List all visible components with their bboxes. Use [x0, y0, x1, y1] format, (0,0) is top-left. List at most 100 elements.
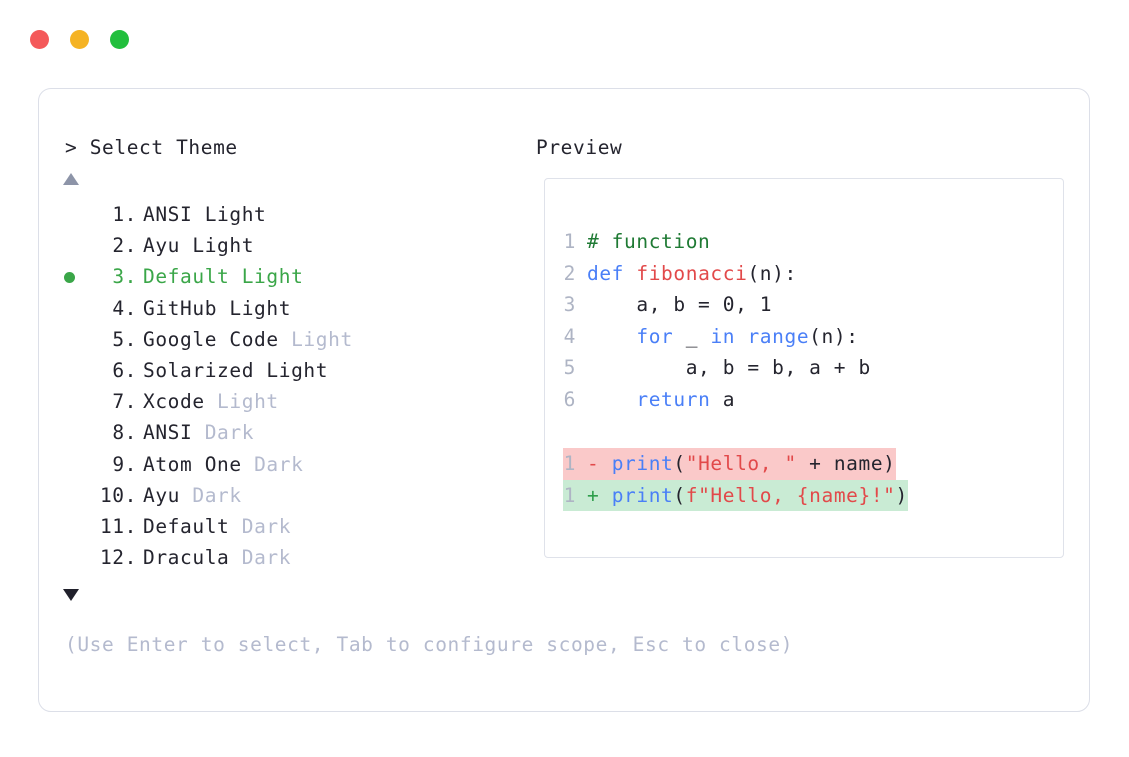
- theme-item-name: Default: [143, 514, 242, 538]
- code-token: [735, 325, 747, 348]
- theme-list-item[interactable]: 10.Ayu Dark: [39, 480, 509, 511]
- theme-item-label: ANSI Light: [143, 199, 266, 230]
- code-token: (: [673, 483, 686, 507]
- theme-item-index: 4.: [112, 296, 137, 320]
- code-token: ): [895, 483, 908, 507]
- theme-item-variant: Dark: [241, 514, 292, 538]
- maximize-window-button[interactable]: [110, 30, 129, 49]
- code-token: # function: [587, 230, 711, 253]
- line-number: 4: [563, 324, 576, 348]
- code-line: 1 # function: [563, 226, 871, 258]
- line-number: 3: [563, 293, 576, 316]
- selected-bullet-icon: [64, 272, 75, 284]
- theme-item-variant: Dark: [241, 546, 292, 570]
- page-title: Select Theme: [89, 136, 238, 159]
- theme-list-item[interactable]: 8.ANSI Dark: [39, 417, 509, 448]
- theme-item-index: 12.: [99, 546, 137, 570]
- theme-item-index: 10.: [99, 483, 137, 507]
- theme-item-label: ANSI Dark: [143, 417, 254, 448]
- theme-item-name: Atom One: [143, 452, 255, 476]
- theme-item-label: Ayu Light: [143, 230, 254, 261]
- code-token: 0: [722, 293, 736, 316]
- diff-block: 1- print("Hello, " + name)1+ print(f"Hel…: [563, 448, 908, 511]
- code-token: [587, 388, 636, 411]
- theme-list-item[interactable]: 11.Default Dark: [39, 511, 509, 542]
- code-line: 4 for _ in range(n):: [563, 321, 871, 353]
- theme-item-label: Default Light: [143, 261, 303, 292]
- theme-item-variant: Light: [217, 390, 279, 414]
- diff-sign: +: [587, 483, 612, 507]
- code-token: fibonacci: [636, 261, 748, 285]
- line-number: 1: [563, 230, 576, 253]
- diff-line-add: 1 + print(f"Hello, {name}!"): [563, 479, 908, 511]
- close-window-button[interactable]: [30, 30, 49, 49]
- line-number: 2: [563, 261, 576, 285]
- line-number: 6: [563, 387, 576, 411]
- theme-item-name: Ayu Light: [143, 234, 255, 258]
- code-line: 5 a, b = b, a + b: [563, 352, 871, 384]
- code-token: (n):: [809, 324, 859, 348]
- code-token: print: [611, 483, 674, 507]
- theme-item-label: Ayu Dark: [143, 480, 242, 511]
- theme-item-name: Solarized Light: [143, 358, 329, 382]
- theme-item-index: 3.: [112, 265, 137, 289]
- theme-item-index: 9.: [112, 452, 137, 476]
- theme-item-label: Xcode Light: [143, 386, 279, 417]
- prompt-caret: >: [65, 136, 78, 159]
- preview-label: Preview: [536, 136, 623, 159]
- diff-line-del: 1- print("Hello, " + name): [563, 448, 896, 480]
- triangle-up-icon[interactable]: [63, 173, 79, 185]
- code-token: [587, 325, 636, 348]
- code-token: ,: [735, 293, 760, 316]
- theme-list-item[interactable]: 4.GitHub Light: [39, 293, 509, 324]
- theme-list-item[interactable]: 2.Ayu Light: [39, 230, 509, 261]
- theme-item-label: Solarized Light: [143, 355, 328, 386]
- theme-item-name: Xcode: [143, 390, 218, 414]
- code-line: 6 return a: [563, 384, 871, 416]
- code-token: a, b = b, a + b: [587, 356, 871, 379]
- theme-item-name: ANSI: [143, 421, 205, 445]
- code-token: f"Hello, {name}!": [685, 483, 896, 507]
- code-token: in: [710, 324, 736, 348]
- code-token: range: [747, 324, 810, 348]
- code-token: "Hello, ": [685, 452, 797, 475]
- theme-list-item[interactable]: 6.Solarized Light: [39, 355, 509, 386]
- theme-item-name: ANSI Light: [143, 203, 267, 226]
- diff-sign: -: [587, 452, 612, 475]
- theme-item-label: Google Code Light: [143, 324, 353, 355]
- theme-list-item[interactable]: 9.Atom One Dark: [39, 449, 509, 480]
- theme-item-name: Ayu: [143, 483, 193, 507]
- code-token: + name): [796, 452, 896, 475]
- triangle-down-icon[interactable]: [63, 589, 79, 601]
- theme-item-label: Dracula Dark: [143, 542, 291, 573]
- code-token: 1: [759, 293, 773, 316]
- minimize-window-button[interactable]: [70, 30, 89, 49]
- code-line: 2 def fibonacci(n):: [563, 258, 871, 290]
- theme-item-variant: Dark: [192, 483, 242, 507]
- window-titlebar: [30, 30, 129, 49]
- line-number: 1: [563, 483, 576, 507]
- theme-list-item[interactable]: 5.Google Code Light: [39, 324, 509, 355]
- theme-list-item[interactable]: 7.Xcode Light: [39, 386, 509, 417]
- code-token: for: [636, 324, 674, 348]
- theme-item-index: 2.: [112, 234, 137, 258]
- line-number: 5: [563, 356, 576, 379]
- code-token: return: [636, 387, 711, 411]
- code-token: (n):: [747, 261, 797, 285]
- theme-item-label: Atom One Dark: [143, 449, 303, 480]
- theme-item-variant: Dark: [204, 421, 255, 445]
- code-token: def: [587, 261, 637, 285]
- theme-item-name: Dracula: [143, 546, 242, 570]
- keyboard-hint: (Use Enter to select, Tab to configure s…: [65, 633, 794, 656]
- theme-item-index: 5.: [112, 327, 137, 351]
- theme-list-item[interactable]: 12.Dracula Dark: [39, 542, 509, 573]
- line-number: 1: [563, 452, 576, 475]
- theme-item-index: 7.: [112, 390, 137, 414]
- theme-list-item[interactable]: 3.Default Light: [39, 261, 509, 292]
- code-token: print: [611, 452, 674, 475]
- theme-list-item[interactable]: 1.ANSI Light: [39, 199, 509, 230]
